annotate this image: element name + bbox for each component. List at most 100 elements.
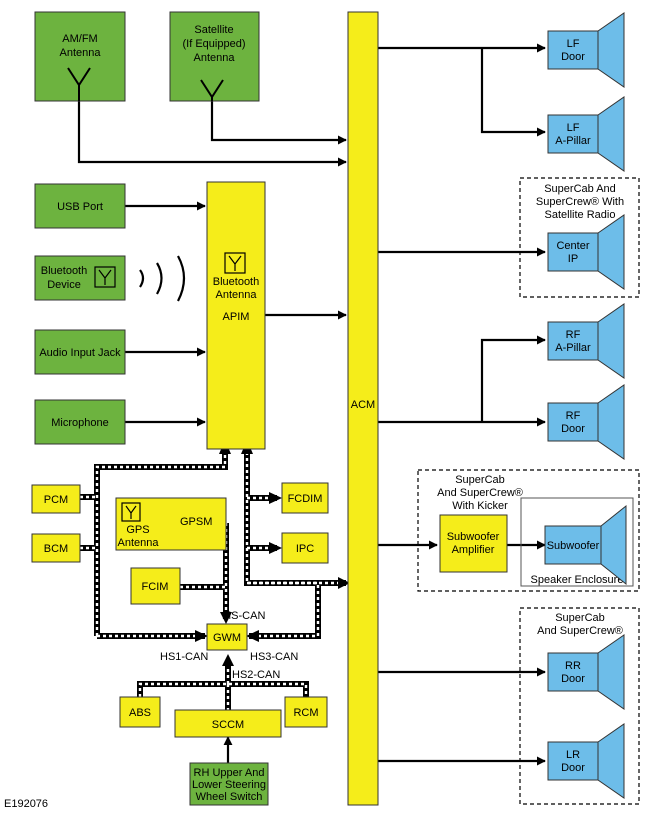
svg-text:FCDIM: FCDIM bbox=[288, 493, 323, 505]
svg-text:(If Equipped): (If Equipped) bbox=[183, 38, 246, 50]
rcm-module: RCM bbox=[284, 696, 328, 728]
svg-text:LF: LF bbox=[567, 38, 580, 50]
svg-text:IPC: IPC bbox=[296, 543, 314, 555]
arrowhead-icon bbox=[222, 654, 234, 666]
signal-wires bbox=[77, 43, 546, 766]
svg-text:IP: IP bbox=[568, 253, 578, 265]
arrowhead-icon bbox=[269, 542, 282, 554]
abs-module: ABS bbox=[119, 696, 161, 728]
svg-text:Wheel Switch: Wheel Switch bbox=[196, 791, 263, 803]
svg-text:Door: Door bbox=[561, 423, 585, 435]
fcim-module: FCIM bbox=[130, 567, 181, 605]
svg-text:Satellite Radio: Satellite Radio bbox=[545, 209, 616, 221]
figure-id: E192076 bbox=[4, 798, 48, 810]
bluetooth-antenna-icon bbox=[94, 266, 116, 288]
speaker-subwoofer: Subwoofer bbox=[544, 504, 627, 586]
speaker-rf-a-pillar: RF A-Pillar bbox=[547, 303, 625, 379]
arrowhead-icon bbox=[246, 630, 259, 642]
audio-input-jack-box: Audio Input Jack bbox=[34, 329, 126, 375]
apim-module: Bluetooth Antenna APIM bbox=[206, 181, 266, 450]
antenna-icon bbox=[67, 67, 91, 101]
sccm-module: SCCM bbox=[174, 709, 282, 738]
can-buses bbox=[80, 440, 350, 710]
speaker-enclosure-label: Speaker Enclosure bbox=[531, 574, 624, 586]
speaker-icon bbox=[597, 12, 625, 88]
bcm-module: BCM bbox=[31, 533, 81, 563]
gwm-module: GWM bbox=[206, 623, 248, 651]
radio-wave-icon bbox=[139, 255, 186, 302]
bluetooth-antenna-icon bbox=[224, 252, 246, 274]
svg-text:RR: RR bbox=[565, 660, 581, 672]
svg-text:BCM: BCM bbox=[44, 543, 68, 555]
svg-text:SuperCab And: SuperCab And bbox=[544, 183, 616, 195]
satellite-radio-group: SuperCab And SuperCrew® With Satellite R… bbox=[519, 177, 640, 298]
svg-text:GPSM: GPSM bbox=[180, 516, 212, 528]
svg-text:FCIM: FCIM bbox=[142, 581, 169, 593]
fcdim-module: FCDIM bbox=[281, 482, 329, 514]
svg-text:And SuperCrew®: And SuperCrew® bbox=[537, 625, 623, 637]
svg-text:Microphone: Microphone bbox=[51, 417, 108, 429]
bluetooth-device-box: Bluetooth Device bbox=[34, 255, 126, 301]
ipc-module: IPC bbox=[281, 532, 329, 564]
svg-text:RH Upper And: RH Upper And bbox=[194, 767, 265, 779]
speaker-icon bbox=[597, 634, 625, 710]
svg-text:Bluetooth: Bluetooth bbox=[213, 276, 259, 288]
svg-text:Amplifier: Amplifier bbox=[452, 544, 495, 556]
usb-port-box: USB Port bbox=[34, 183, 126, 229]
svg-text:LF: LF bbox=[567, 122, 580, 134]
svg-text:Antenna: Antenna bbox=[60, 47, 102, 59]
ms-can-label: MS-CAN bbox=[222, 610, 265, 622]
svg-text:AM/FM: AM/FM bbox=[62, 33, 97, 45]
speaker-center-ip: Center IP bbox=[547, 214, 625, 290]
svg-text:With Kicker: With Kicker bbox=[452, 500, 508, 512]
speaker-icon bbox=[597, 96, 625, 172]
speaker-lf-door: LF Door bbox=[547, 12, 625, 88]
svg-text:SuperCab: SuperCab bbox=[455, 474, 505, 486]
svg-text:Subwoofer: Subwoofer bbox=[547, 540, 600, 552]
svg-text:Subwoofer: Subwoofer bbox=[447, 531, 500, 543]
steering-wheel-switch-box: RH Upper And Lower Steering Wheel Switch bbox=[189, 762, 269, 806]
arrowhead-icon bbox=[338, 577, 350, 589]
rear-group: SuperCab And SuperCrew® bbox=[519, 607, 640, 805]
speaker-icon bbox=[597, 214, 625, 290]
hs3-can-label: HS3-CAN bbox=[250, 651, 298, 663]
antenna-icon bbox=[200, 79, 224, 101]
speaker-lf-a-pillar: LF A-Pillar bbox=[547, 96, 625, 172]
am-fm-antenna-box: AM/FM Antenna bbox=[34, 11, 126, 102]
acm-module: ACM bbox=[347, 11, 379, 806]
svg-text:Antenna: Antenna bbox=[194, 52, 236, 64]
svg-text:Device: Device bbox=[47, 279, 81, 291]
svg-text:PCM: PCM bbox=[44, 494, 68, 506]
svg-text:USB Port: USB Port bbox=[57, 201, 103, 213]
speaker-rr-door: RR Door bbox=[547, 634, 625, 710]
svg-text:RF: RF bbox=[566, 329, 581, 341]
speaker-icon bbox=[597, 723, 625, 799]
svg-text:And SuperCrew®: And SuperCrew® bbox=[437, 487, 523, 499]
speaker-icon bbox=[597, 384, 625, 460]
svg-text:APIM: APIM bbox=[223, 311, 250, 323]
svg-text:Lower Steering: Lower Steering bbox=[192, 779, 266, 791]
svg-text:SCCM: SCCM bbox=[212, 719, 244, 731]
hs1-can-label: HS1-CAN bbox=[160, 651, 208, 663]
gpsm-module: GPS Antenna GPSM bbox=[115, 497, 227, 551]
svg-text:Satellite: Satellite bbox=[194, 24, 233, 36]
svg-text:ABS: ABS bbox=[129, 707, 151, 719]
speaker-rf-door: RF Door bbox=[547, 384, 625, 460]
gps-antenna-icon bbox=[121, 502, 141, 522]
svg-text:Door: Door bbox=[561, 673, 585, 685]
svg-text:SuperCab: SuperCab bbox=[555, 612, 605, 624]
speaker-lr-door: LR Door bbox=[547, 723, 625, 799]
svg-text:LR: LR bbox=[566, 749, 580, 761]
satellite-antenna-box: Satellite (If Equipped) Antenna bbox=[169, 11, 260, 102]
pcm-module: PCM bbox=[31, 484, 81, 514]
svg-text:Audio Input Jack: Audio Input Jack bbox=[39, 347, 121, 359]
svg-text:A-Pillar: A-Pillar bbox=[555, 135, 591, 147]
svg-text:Antenna: Antenna bbox=[216, 289, 258, 301]
svg-text:ACM: ACM bbox=[351, 399, 375, 411]
svg-text:RCM: RCM bbox=[293, 707, 318, 719]
svg-text:RF: RF bbox=[566, 410, 581, 422]
svg-text:Antenna: Antenna bbox=[118, 537, 160, 549]
hs2-can-label: HS2-CAN bbox=[232, 669, 280, 681]
speaker-icon bbox=[600, 504, 627, 586]
